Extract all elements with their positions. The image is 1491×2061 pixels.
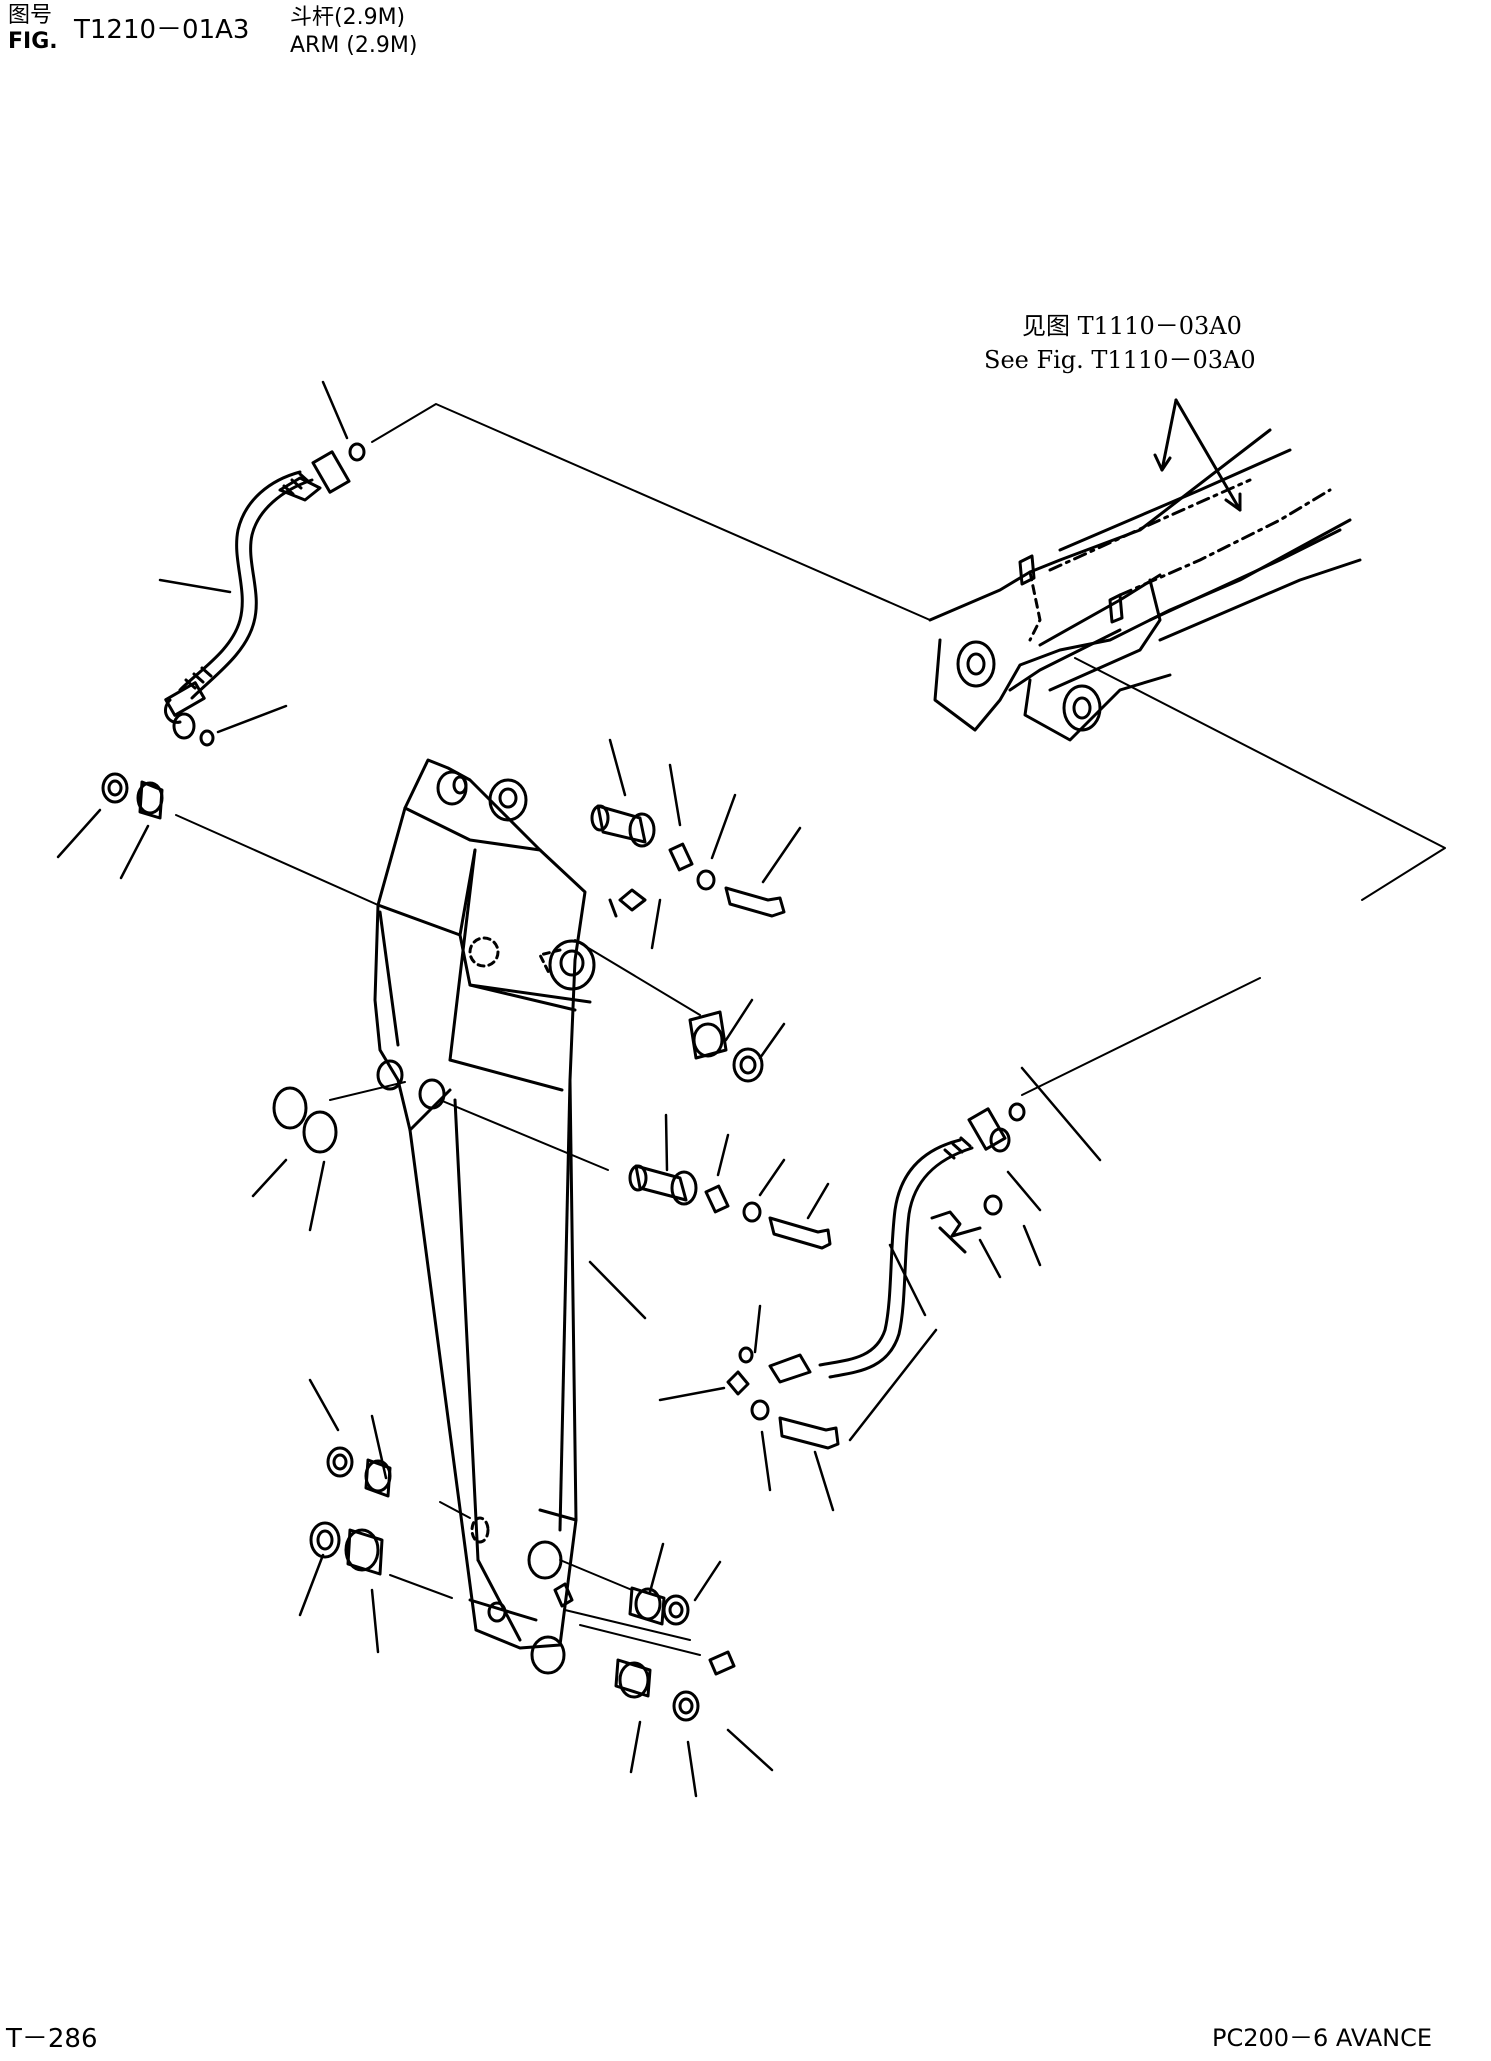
- lower-right-bushing-group: [553, 1582, 736, 1722]
- page-number: T－286: [6, 2024, 98, 2054]
- upper-pin-group: [590, 804, 786, 918]
- model-name: PC200－6 AVANCE: [1212, 2024, 1432, 2052]
- shim-1: [272, 1086, 308, 1130]
- hose-right: [726, 1107, 1011, 1450]
- fig-label-cn: 图号: [8, 3, 53, 28]
- lower-left-bushing-group: [309, 1446, 392, 1576]
- shim-2: [302, 1110, 338, 1154]
- leader-lines: [56, 380, 1102, 1798]
- arm-body: [373, 758, 596, 1675]
- o-ring-hose-end: [199, 729, 215, 747]
- title-cn: 斗杆(2.9M): [290, 5, 406, 30]
- lower-pin-group: [628, 1164, 832, 1250]
- hose-upper-left: [164, 450, 351, 740]
- fig-label-en: FIG.: [8, 29, 58, 54]
- middle-bushing-group: [688, 1010, 764, 1083]
- reference-cn: 见图 T1110－03A0: [1022, 312, 1242, 340]
- boom-reference: [928, 398, 1362, 742]
- left-upper-bushing-group: [101, 772, 164, 820]
- o-ring-right: [1008, 1102, 1026, 1122]
- title-en: ARM (2.9M): [290, 33, 418, 58]
- assembly-lines: [175, 403, 1446, 1656]
- o-ring-top: [348, 442, 366, 462]
- reference-en: See Fig. T1110－03A0: [984, 346, 1256, 374]
- fig-number: T1210－01A3: [74, 15, 250, 45]
